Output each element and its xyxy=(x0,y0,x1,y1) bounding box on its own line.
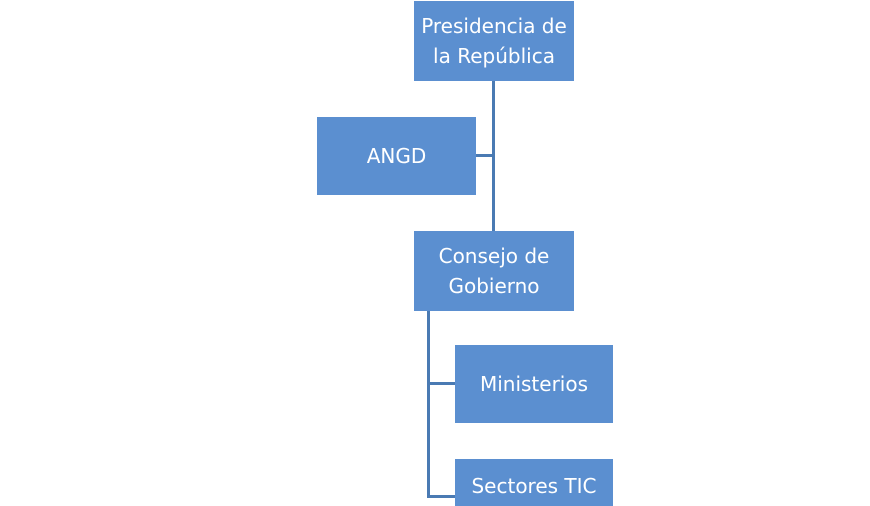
connector-sectores xyxy=(427,495,455,498)
node-consejo-gobierno: Consejo de Gobierno xyxy=(414,231,574,311)
node-presidencia: Presidencia de la República xyxy=(414,1,574,81)
node-sectores-tic: Sectores TIC (públicos) xyxy=(455,459,613,506)
node-ministerios: Ministerios xyxy=(455,345,613,423)
connector-angd xyxy=(476,154,494,157)
connector-ministerios xyxy=(427,382,455,385)
node-angd: ANGD xyxy=(317,117,476,195)
connector-consejo-children xyxy=(427,311,430,498)
